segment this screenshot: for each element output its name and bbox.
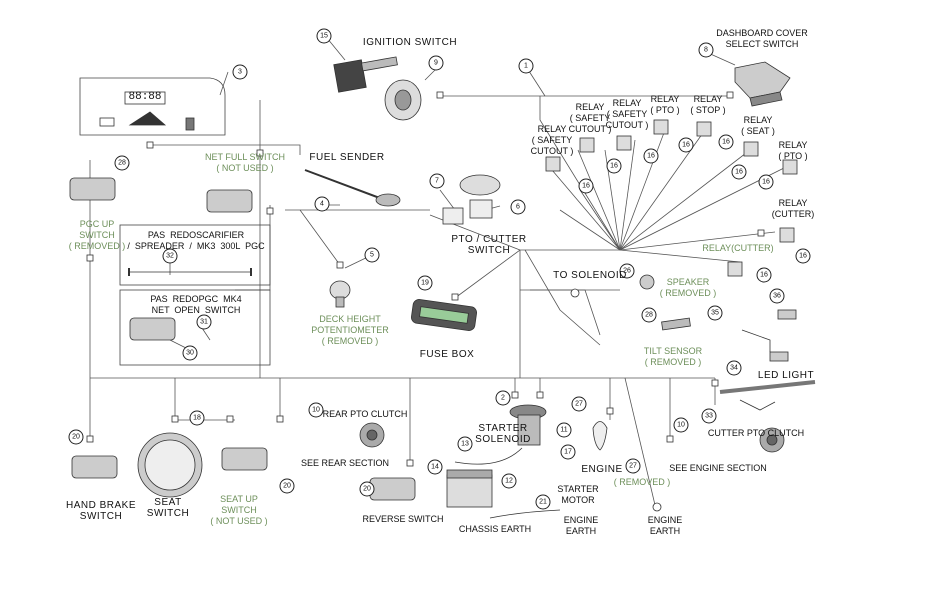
dash-display: 88:88: [128, 91, 162, 103]
engine-label: ENGINE: [581, 464, 623, 475]
callout-21: 21: [535, 494, 551, 510]
dashboard-panel: [79, 77, 226, 136]
starter-solenoid-label: STARTER SOLENOID: [475, 423, 531, 445]
callout-4: 4: [314, 196, 330, 212]
see-rear-section-label: SEE REAR SECTION: [300, 458, 390, 468]
callout-16c: 16: [643, 148, 659, 164]
callout-9: 9: [428, 55, 444, 71]
seat-switch-label: SEAT SWITCH: [146, 497, 190, 519]
relay-cutter-label: RELAY (CUTTER): [771, 198, 815, 219]
callout-18: 18: [189, 410, 205, 426]
ignition-switch-label: IGNITION SWITCH: [362, 37, 458, 48]
callout-14: 14: [427, 459, 443, 475]
callout-10a: 10: [308, 402, 324, 418]
callout-15: 15: [316, 28, 332, 44]
net-full-switch-label: NET FULL SWITCH ( NOT USED ): [204, 152, 286, 173]
callout-20a: 20: [68, 429, 84, 445]
callout-19: 19: [417, 275, 433, 291]
chassis-earth-label: CHASSIS EARTH: [458, 524, 532, 534]
callout-11: 11: [556, 422, 572, 438]
relay-safety-cutout-b-label: RELAY ( SAFETY CUTOUT ): [568, 102, 612, 134]
deck-height-label: DECK HEIGHT POTENTIOMETER ( REMOVED ): [311, 314, 389, 346]
callout-16d: 16: [678, 137, 694, 153]
callout-6: 6: [510, 199, 526, 215]
callout-20c: 20: [359, 481, 375, 497]
starter-motor-label: STARTER MOTOR: [557, 484, 599, 505]
callout-27a: 27: [571, 396, 587, 412]
seat-up-switch-label: SEAT UP SWITCH ( NOT USED ): [210, 494, 268, 526]
callout-30: 30: [182, 345, 198, 361]
tilt-sensor-label: TILT SENSOR ( REMOVED ): [643, 346, 703, 367]
callout-12a: 12: [501, 473, 517, 489]
to-solenoid-label: TO SOLENOID: [553, 270, 627, 281]
callout-32: 32: [162, 248, 178, 264]
callout-33: 33: [701, 408, 717, 424]
relay-safety-cutout-a-label: RELAY ( SAFETY CUTOUT ): [530, 124, 574, 156]
harness-left: [150, 144, 301, 155]
harness-top-drop: [539, 96, 621, 251]
callout-16a: 16: [578, 178, 594, 194]
harness-solenoid: [530, 289, 601, 336]
speaker-label: SPEAKER ( REMOVED ): [659, 277, 717, 298]
see-engine-section-label: SEE ENGINE SECTION: [669, 463, 767, 473]
callout-31: 31: [196, 314, 212, 330]
fuel-sender-label: FUEL SENDER: [309, 152, 385, 163]
callout-10b: 10: [673, 417, 689, 433]
callout-34: 34: [726, 360, 742, 376]
callout-16e: 16: [718, 134, 734, 150]
callout-35: 35: [707, 305, 723, 321]
callout-16h: 16: [795, 248, 811, 264]
led-light-label: LED LIGHT: [757, 370, 815, 381]
engine-removed-label: ( REMOVED ): [613, 477, 671, 487]
relay-pto-2-label: RELAY ( PTO ): [778, 140, 808, 161]
callout-26: 26: [619, 263, 635, 279]
cutter-pto-clutch-label: CUTTER PTO CLUTCH: [707, 428, 805, 438]
reverse-switch-label: REVERSE SWITCH: [362, 514, 444, 524]
relay-seat-label: RELAY ( SEAT ): [741, 115, 775, 136]
rear-pto-clutch-label: REAR PTO CLUTCH: [322, 409, 408, 419]
pto-cutter-switch-label: PTO / CUTTER SWITCH: [451, 234, 527, 256]
pas-scarifier-label: PAS REDOSCARIFIER / SPREADER / MK3 300L …: [127, 230, 265, 251]
relay-cutter-2-label: RELAY(CUTTER): [702, 243, 774, 253]
callout-13: 13: [457, 436, 473, 452]
relay-safety-cutout-c-label: RELAY ( SAFETY CUTOUT ): [605, 98, 649, 130]
callout-7: 7: [429, 173, 445, 189]
callout-16b: 16: [606, 158, 622, 174]
engine-earth-2-label: ENGINE EARTH: [647, 515, 683, 536]
fuse-box-label: FUSE BOX: [419, 349, 475, 360]
callout-27b: 27: [625, 458, 641, 474]
hand-brake-switch-label: HAND BRAKE SWITCH: [65, 500, 137, 522]
callout-16f: 16: [731, 164, 747, 180]
pas-redopgc-box: [119, 289, 271, 366]
callout-28b: 28: [641, 307, 657, 323]
callout-2: 2: [495, 390, 511, 406]
callout-17: 17: [560, 444, 576, 460]
callout-28: 28: [114, 155, 130, 171]
dashboard-cover-label: DASHBOARD COVER SELECT SWITCH: [716, 28, 808, 49]
callout-16g: 16: [758, 174, 774, 190]
pas-redopgc-label: PAS REDOPGC MK4 NET OPEN SWITCH: [150, 294, 242, 315]
pas-scarifier-box: [119, 224, 271, 286]
relay-stop-label: RELAY ( STOP ): [690, 94, 726, 115]
callout-20b: 20: [279, 478, 295, 494]
callout-16i: 16: [756, 267, 772, 283]
callout-5: 5: [364, 247, 380, 263]
relay-pto-label: RELAY ( PTO ): [650, 94, 680, 115]
callout-1: 1: [518, 58, 534, 74]
engine-earth-label: ENGINE EARTH: [563, 515, 599, 536]
callout-3: 3: [232, 64, 248, 80]
pgc-up-switch-label: PGC UP SWITCH ( REMOVED ): [68, 219, 126, 251]
callout-8: 8: [698, 42, 714, 58]
callout-36: 36: [769, 288, 785, 304]
